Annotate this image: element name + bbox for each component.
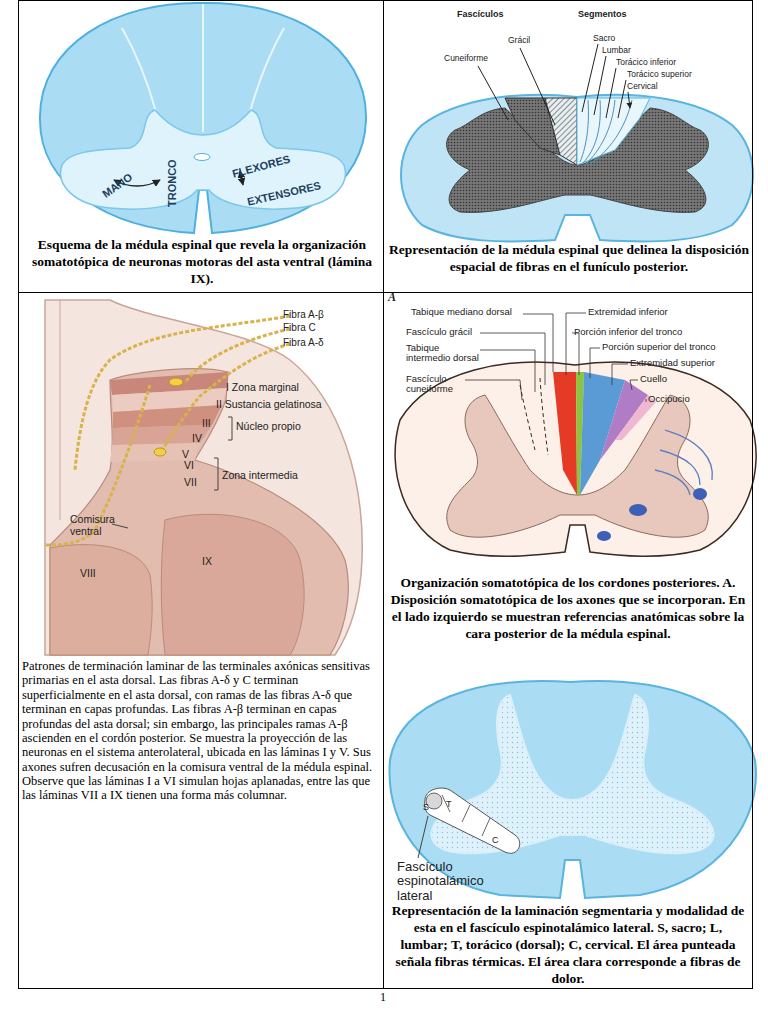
figure-label: VIII <box>80 568 96 580</box>
figure-caption: Esquema de la médula espinal que revela … <box>25 237 379 288</box>
fiber-a-delta <box>160 344 290 452</box>
figure-label: Fascículo cuneiforme <box>406 374 466 395</box>
posterior-sulcus <box>202 4 204 132</box>
motor-nucleus <box>629 504 647 516</box>
figure-label: VI <box>184 460 194 472</box>
figure-label: Tabique mediano dorsal <box>411 307 512 317</box>
leader-arrow <box>478 44 630 125</box>
table-cell: Representación de la médula espinal que … <box>383 0 753 293</box>
white-matter <box>45 300 362 655</box>
table-cell: Patrones de terminación laminar de las t… <box>18 292 384 989</box>
lower-limb-fibers <box>553 372 577 495</box>
table-cell: Esquema de la médula espinal que revela … <box>18 0 384 293</box>
white-matter <box>401 95 753 242</box>
spinothalamic-tract <box>425 788 520 853</box>
figure-label: EXTENSORES <box>246 179 322 208</box>
figure-label: Porción inferior del tronco <box>574 327 682 337</box>
figure-label: TRONCO <box>166 159 178 207</box>
figure-label: Fibra C <box>283 322 316 333</box>
figure-label: MANO <box>100 171 134 200</box>
figure-label: VII <box>184 477 197 489</box>
posterior-septum <box>60 300 61 520</box>
projection-axon <box>45 385 150 545</box>
figure-label: Comisura ventral <box>70 514 130 537</box>
figure-label: Torácico inferior <box>616 58 676 67</box>
figure-label: Fascículos <box>457 10 504 20</box>
figure-label: S <box>423 803 429 813</box>
figure-label: Fascículo espinotalámico lateral <box>397 860 489 903</box>
posterior-funiculus-figure <box>401 44 753 241</box>
fiber-c <box>185 329 290 383</box>
posterior-columns-figure <box>395 313 756 556</box>
gray-matter <box>50 369 348 655</box>
figure-caption: Organización somatotópica de los cordone… <box>388 575 748 643</box>
figure-label: V <box>182 449 189 461</box>
figure-label: Fibra A-β <box>283 309 324 320</box>
lamination-line <box>580 100 632 164</box>
caption-paragraph: Patrones de terminación laminar de las t… <box>22 659 378 803</box>
figure-label: Tabique intermedio dorsal <box>406 343 486 364</box>
figure-label: Grácil <box>508 36 530 45</box>
figure-label: A <box>388 291 396 304</box>
motor-nucleus <box>693 488 707 500</box>
figure-caption: Representación de la médula espinal que … <box>389 242 749 276</box>
figure-label: II Sustancia gelatinosa <box>216 399 322 411</box>
dorsal-root-line <box>250 28 284 112</box>
figure-label: Fascículo grácil <box>406 327 472 337</box>
figure-label: Cuello <box>640 374 667 384</box>
gray-matter <box>61 110 346 209</box>
neuron-body <box>154 448 166 456</box>
neuron-body <box>169 378 183 386</box>
figure-label: I Zona marginal <box>226 382 299 394</box>
gracile-region <box>545 98 577 165</box>
figure-label: FLEXORES <box>231 153 291 180</box>
septum-line <box>520 378 548 455</box>
figure-label: III <box>202 418 211 430</box>
figure-label: Zona intermedia <box>222 470 298 482</box>
lamina-band <box>112 425 212 445</box>
tract-division <box>442 795 490 836</box>
segment-region <box>577 98 650 165</box>
figure-label: IX <box>202 556 212 568</box>
spinal-cord-motor-figure <box>40 3 366 233</box>
figure-label: Torácico superior <box>627 70 692 79</box>
central-canal <box>194 154 210 161</box>
lateral-column-lines <box>655 430 712 495</box>
figure-label: Cervical <box>627 82 658 91</box>
lamina-ix <box>161 514 304 655</box>
leader-line <box>418 816 428 858</box>
figure-label: IV <box>192 433 202 445</box>
dorsal-horn-laminae-figure <box>45 300 362 655</box>
figure-label: Occipucio <box>648 394 690 404</box>
figure-label: Porción superior del tronco <box>602 342 716 352</box>
dorsal-root-line <box>122 28 156 112</box>
figure-label: Fibra A-δ <box>283 337 324 348</box>
figure-caption: Representación de la laminación segmenta… <box>389 903 747 987</box>
motor-nucleus <box>597 531 611 541</box>
page-number: 1 <box>380 991 386 1004</box>
figure-label: Extremidad inferior <box>588 307 668 317</box>
figure-label: Núcleo propio <box>236 421 301 433</box>
figure-label: Lumbar <box>602 46 631 55</box>
white-matter <box>40 3 366 233</box>
figure-label: Extremidad superior <box>630 358 715 368</box>
figure-label: T <box>446 800 452 810</box>
neck-fibers <box>600 380 648 460</box>
figure-label: C <box>492 836 499 846</box>
figure-label: Segmentos <box>578 10 627 20</box>
white-matter <box>395 362 756 556</box>
figure-label: Sacro <box>593 34 615 43</box>
lamina-viii <box>50 545 152 655</box>
figure-label: Cuneiforme <box>444 54 488 63</box>
